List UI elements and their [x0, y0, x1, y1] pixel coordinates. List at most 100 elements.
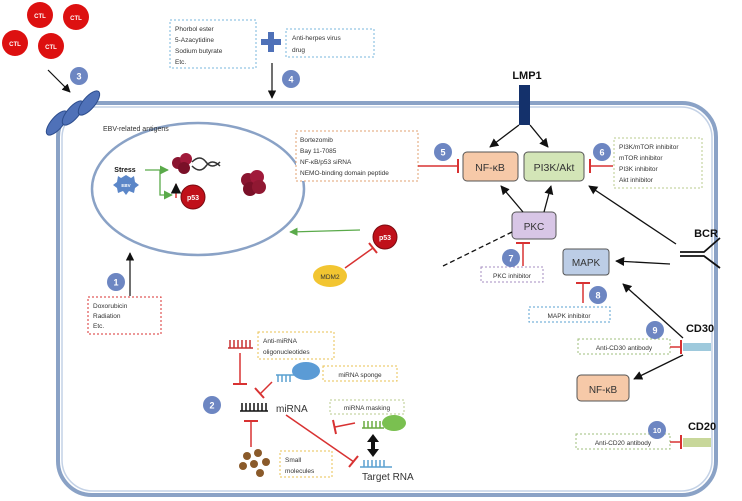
step-badge-6: 6 [593, 143, 611, 161]
ctl-cells: CTL CTL CTL CTL [2, 2, 89, 59]
svg-text:NF-κB/p53 siRNA: NF-κB/p53 siRNA [300, 159, 352, 166]
svg-text:MAPK: MAPK [572, 258, 601, 269]
svg-text:MAPK inhibitor: MAPK inhibitor [548, 313, 592, 320]
nfkb-node-cd30 [576, 374, 630, 402]
step-badge-7: 7 [502, 249, 520, 267]
svg-text:Doxorubicin: Doxorubicin [93, 303, 128, 310]
svg-text:NF-κB: NF-κB [475, 162, 505, 174]
plus-icon [261, 32, 281, 52]
inducers-box [169, 19, 257, 69]
pkc-node [511, 211, 557, 240]
inducer-item: Phorbol ester [175, 26, 214, 33]
svg-text:9: 9 [652, 326, 657, 336]
anti-cd30-box [577, 338, 671, 355]
step-badge-2: 2 [203, 396, 221, 414]
svg-text:NF-κB: NF-κB [589, 385, 618, 396]
svg-text:mTOR inhibitor: mTOR inhibitor [619, 155, 663, 162]
binding-arrow-icon [367, 434, 379, 457]
svg-text:Radiation: Radiation [93, 313, 121, 320]
svg-text:CTL: CTL [45, 45, 57, 51]
mirna-icon [240, 403, 268, 412]
svg-text:PI3K/Akt: PI3K/Akt [534, 162, 575, 174]
svg-text:drug: drug [292, 47, 305, 54]
mirna-sponge-box [322, 365, 398, 382]
ctl-cell [63, 4, 89, 30]
svg-text:miRNA sponge: miRNA sponge [338, 372, 382, 379]
small-molecules-box [279, 450, 333, 478]
step-badge-4: 4 [282, 70, 300, 88]
svg-text:oligonucleotides: oligonucleotides [263, 349, 310, 356]
step-badge-3: 3 [70, 67, 88, 85]
svg-text:MDM2: MDM2 [320, 274, 340, 281]
svg-text:Anti-miRNA: Anti-miRNA [263, 338, 298, 345]
dna-damage-box [87, 296, 162, 335]
svg-text:Bay 11-7085: Bay 11-7085 [300, 148, 337, 155]
svg-text:3: 3 [76, 72, 81, 82]
svg-text:Small: Small [285, 457, 302, 464]
svg-text:molecules: molecules [285, 468, 315, 475]
svg-text:CTL: CTL [9, 42, 21, 48]
svg-text:5: 5 [440, 148, 445, 158]
anti-mirna-box [257, 331, 335, 360]
step-badge-5: 5 [434, 143, 452, 161]
svg-text:4: 4 [288, 75, 293, 85]
nfkb-node [462, 151, 519, 182]
mdm2-protein [313, 265, 347, 287]
svg-text:PKC: PKC [524, 222, 545, 233]
svg-text:7: 7 [508, 254, 513, 264]
svg-text:Anti-CD30 antibody: Anti-CD30 antibody [596, 345, 653, 352]
svg-text:CTL: CTL [34, 14, 46, 20]
mirna-sponge-icon [276, 362, 320, 382]
svg-text:Etc.: Etc. [93, 323, 104, 330]
cd30-label: CD30 [686, 323, 714, 335]
svg-text:NEMO-binding domain peptide: NEMO-binding domain peptide [300, 170, 389, 177]
ebv-antigens-label: EBV-related antigens [103, 126, 169, 133]
mapk-node [562, 248, 610, 276]
cd30-receptor [683, 343, 711, 351]
inducer-item: 5-Azacytidine [175, 37, 214, 44]
p53-tetramer-icon [241, 170, 266, 196]
inducer-item: Etc. [175, 59, 186, 66]
ebv-virus-icon: EBV [113, 175, 139, 195]
ctl-cell [38, 33, 64, 59]
pi3k-akt-node [523, 151, 585, 182]
mirna-masking-icon [362, 415, 406, 431]
p53-protein [372, 224, 398, 250]
lmp1-receptor [519, 85, 530, 125]
svg-text:8: 8 [595, 291, 600, 301]
step-badge-8: 8 [589, 286, 607, 304]
small-molecules-icon [239, 449, 270, 477]
nfkb-inhibitors-box [295, 130, 419, 182]
inducer-item: Sodium butyrate [175, 48, 223, 55]
mapk-inhibitor-box [528, 306, 611, 323]
svg-text:p53: p53 [379, 235, 391, 242]
svg-text:Anti-herpes virus: Anti-herpes virus [292, 35, 342, 42]
svg-text:6: 6 [599, 148, 604, 158]
svg-text:p53: p53 [187, 195, 199, 202]
svg-text:PKC inhibitor: PKC inhibitor [493, 273, 532, 280]
cd20-label: CD20 [688, 421, 716, 433]
step-badge-9: 9 [646, 321, 664, 339]
svg-text:CTL: CTL [70, 16, 82, 22]
svg-text:PI3K/mTOR inhibitor: PI3K/mTOR inhibitor [619, 144, 679, 151]
antiherpes-box [285, 28, 375, 58]
svg-text:Bortezomib: Bortezomib [300, 137, 333, 144]
svg-text:10: 10 [653, 426, 661, 435]
svg-text:PI3K inhibitor: PI3K inhibitor [619, 166, 658, 173]
svg-text:2: 2 [209, 401, 214, 411]
svg-text:1: 1 [113, 278, 118, 288]
lmp1-label: LMP1 [512, 70, 541, 82]
mirna-label: miRNA [276, 404, 308, 415]
p53-nucleus [180, 184, 206, 210]
ctl-cell [2, 30, 28, 56]
svg-text:Akt inhibitor: Akt inhibitor [619, 177, 654, 184]
svg-text:Anti-CD20 antibody: Anti-CD20 antibody [595, 440, 652, 447]
target-rna-icon [360, 460, 392, 468]
ctl-cell [27, 2, 53, 28]
anti-mirna-icon [228, 340, 253, 349]
step-badge-1: 1 [107, 273, 125, 291]
svg-text:miRNA masking: miRNA masking [344, 405, 391, 412]
bcr-receptor [680, 237, 721, 269]
cd20-receptor [683, 438, 711, 447]
step-badge-10: 10 [648, 421, 666, 439]
